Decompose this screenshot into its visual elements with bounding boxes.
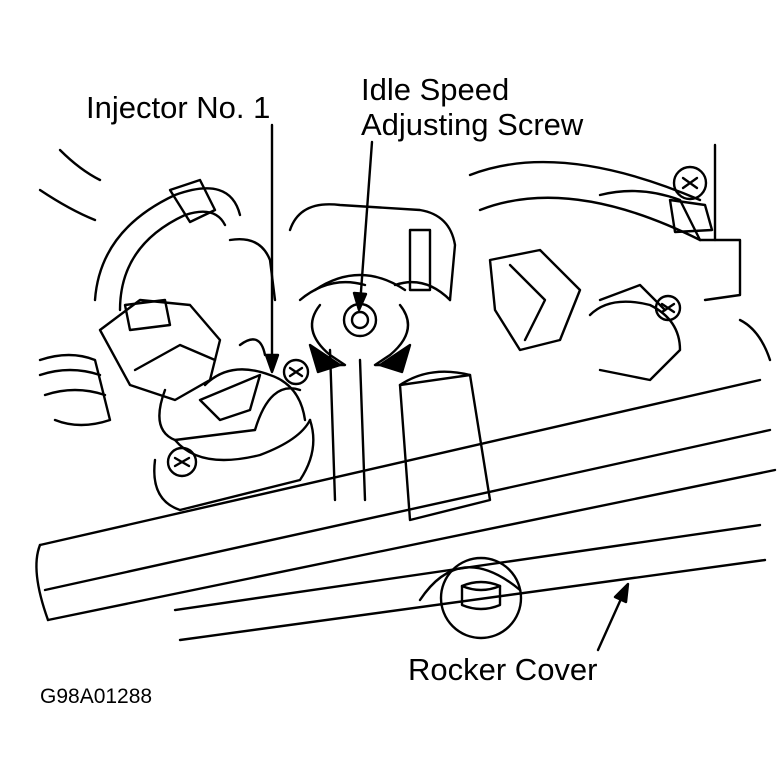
upper-right-hoses <box>468 143 772 362</box>
injector-label: Injector No. 1 <box>86 90 271 125</box>
rocker-leader-arrowhead <box>613 582 630 604</box>
idle-screw-label-line1: Idle Speed <box>361 72 510 107</box>
injector-no1 <box>98 298 315 512</box>
figure-code: G98A01288 <box>40 685 153 708</box>
screw-leader-arrowhead <box>352 291 368 312</box>
throttle-body <box>228 203 492 522</box>
idle-speed-screw <box>308 273 412 374</box>
screw-leader-line <box>358 140 374 307</box>
leader-lines <box>264 123 630 652</box>
injector-leader-arrowhead <box>264 353 280 374</box>
rocker-cover-label: Rocker Cover <box>408 652 598 687</box>
rocker-cover <box>35 378 777 642</box>
injector-right <box>488 248 682 382</box>
idle-screw-label-line2: Adjusting Screw <box>361 107 584 142</box>
fuel-hose-left <box>38 148 242 427</box>
